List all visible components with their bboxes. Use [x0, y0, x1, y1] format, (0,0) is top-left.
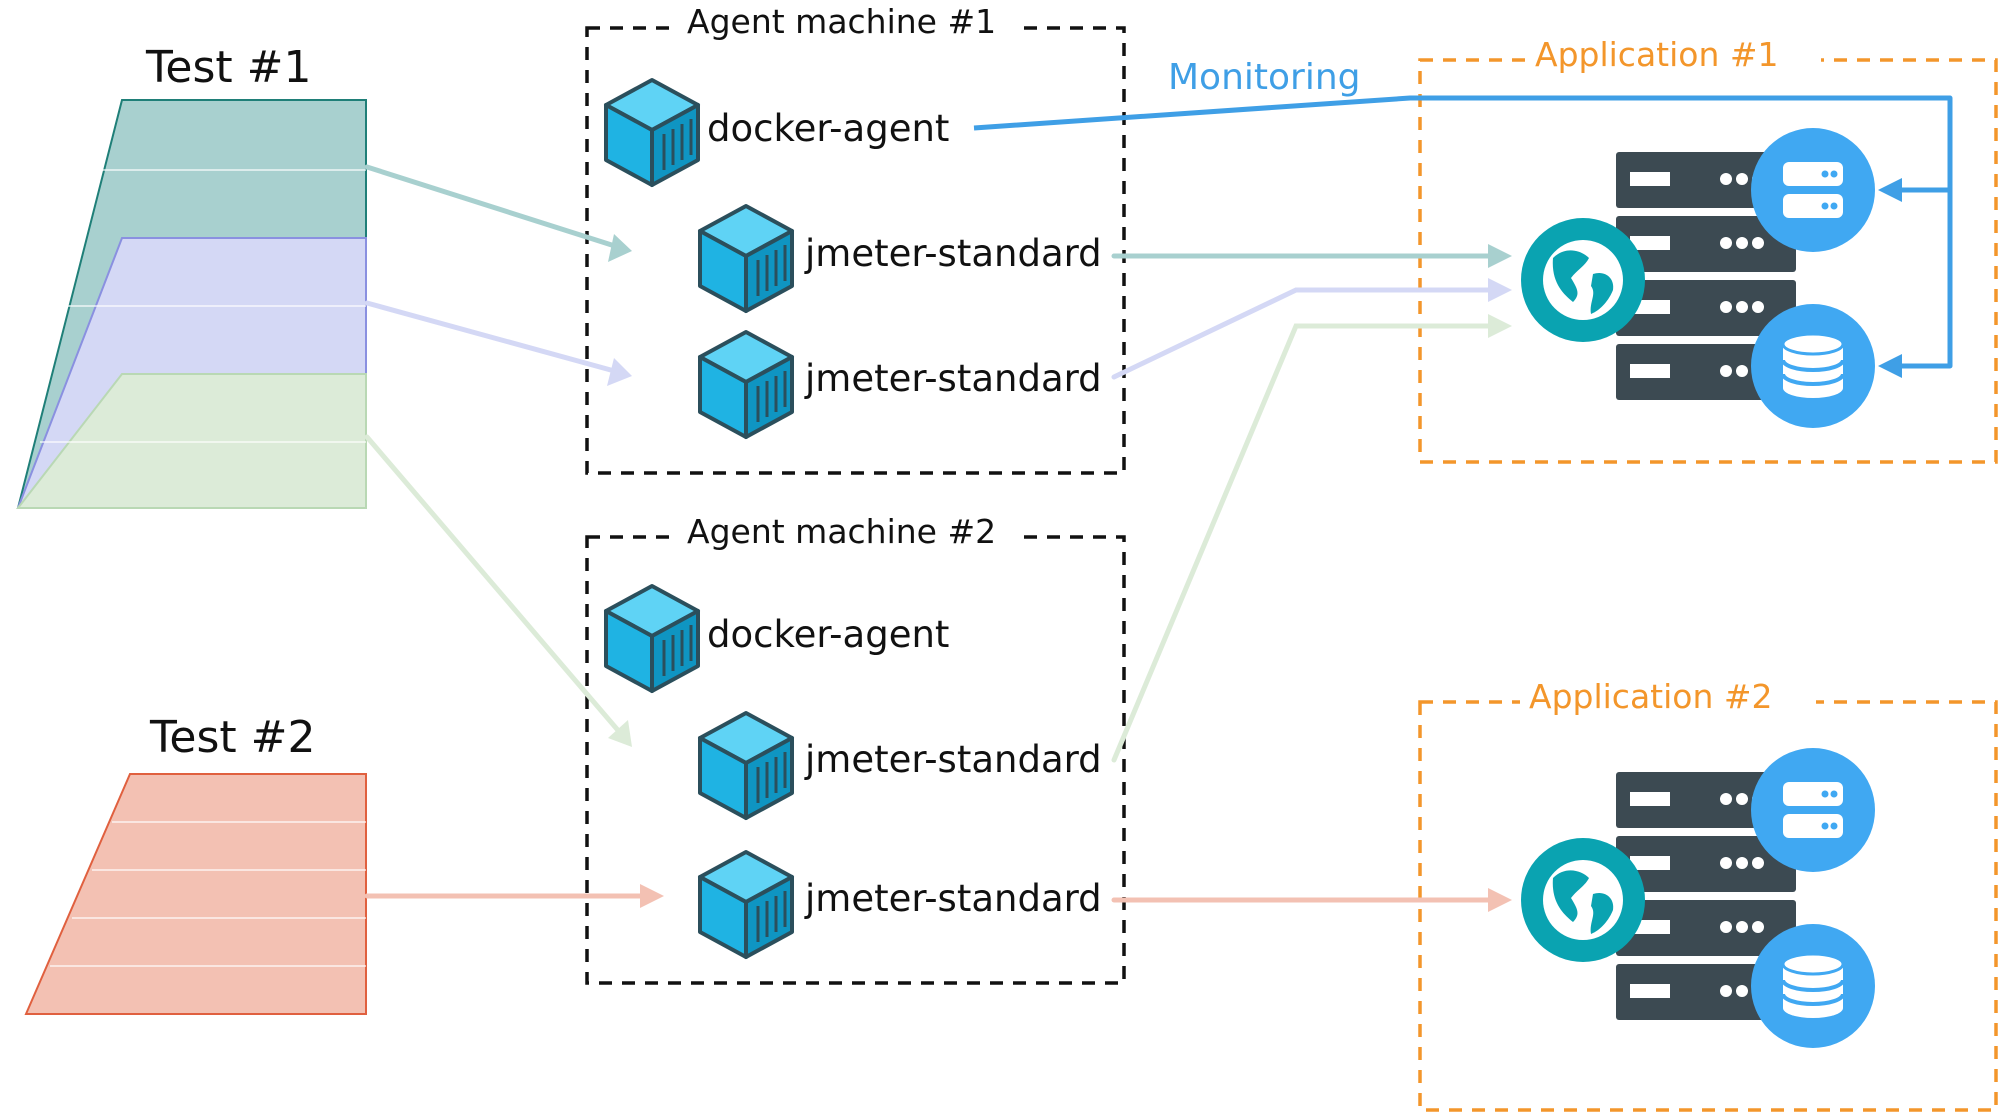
- docker-container-icon: [698, 711, 794, 820]
- m2-docker-agent-label: docker-agent: [707, 613, 949, 656]
- monitoring-label: Monitoring: [1168, 57, 1361, 98]
- docker-container-icon: [698, 204, 794, 313]
- connector-m2a-mint: [1111, 323, 1493, 763]
- connector-test1-lavender: [364, 300, 621, 375]
- agent-machine-2-box: [585, 535, 1126, 985]
- test1-load-profile: [15, 99, 367, 509]
- monitoring-arrow-storage: [1878, 178, 1902, 202]
- server-storage-icon: [1751, 128, 1875, 252]
- m2-jmeter-a-label: jmeter-standard: [804, 738, 1102, 781]
- monitoring-arrow-database: [1878, 354, 1902, 378]
- application-1-title: Application #1: [1535, 35, 1779, 74]
- m1-jmeter-a-label: jmeter-standard: [804, 232, 1102, 275]
- docker-container-icon: [698, 330, 794, 439]
- agent-machine-1-title: Agent machine #1: [687, 2, 996, 41]
- database-icon: [1749, 922, 1877, 1050]
- m1-docker-agent-label: docker-agent: [707, 107, 949, 150]
- agent-to-app-connectors: [1111, 244, 1512, 912]
- agent-machine-1-box: [585, 26, 1126, 475]
- test2-load-profile: [24, 773, 367, 1015]
- connector-m1b-lavender: [1111, 287, 1493, 380]
- agent-machine-2-title: Agent machine #2: [687, 512, 996, 551]
- test2-band-salmon: [24, 773, 367, 1015]
- connector-test1-mint: [364, 434, 625, 738]
- m1-jmeter-b-label: jmeter-standard: [804, 357, 1102, 400]
- application-2-title: Application #2: [1529, 677, 1773, 716]
- docker-container-icon: [604, 78, 700, 187]
- globe-icon: [1521, 218, 1645, 342]
- m2-jmeter-b-label: jmeter-standard: [804, 877, 1102, 920]
- test-to-agent-connectors: [364, 164, 664, 908]
- globe-icon: [1521, 838, 1645, 962]
- connector-test1-teal: [364, 164, 621, 250]
- database-icon: [1749, 302, 1877, 430]
- monitoring-connector: [973, 95, 1953, 369]
- server-storage-icon: [1751, 748, 1875, 872]
- test1-title: Test #1: [145, 42, 312, 93]
- docker-container-icon: [698, 850, 794, 959]
- test2-title: Test #2: [149, 712, 316, 763]
- docker-container-icon: [604, 584, 700, 693]
